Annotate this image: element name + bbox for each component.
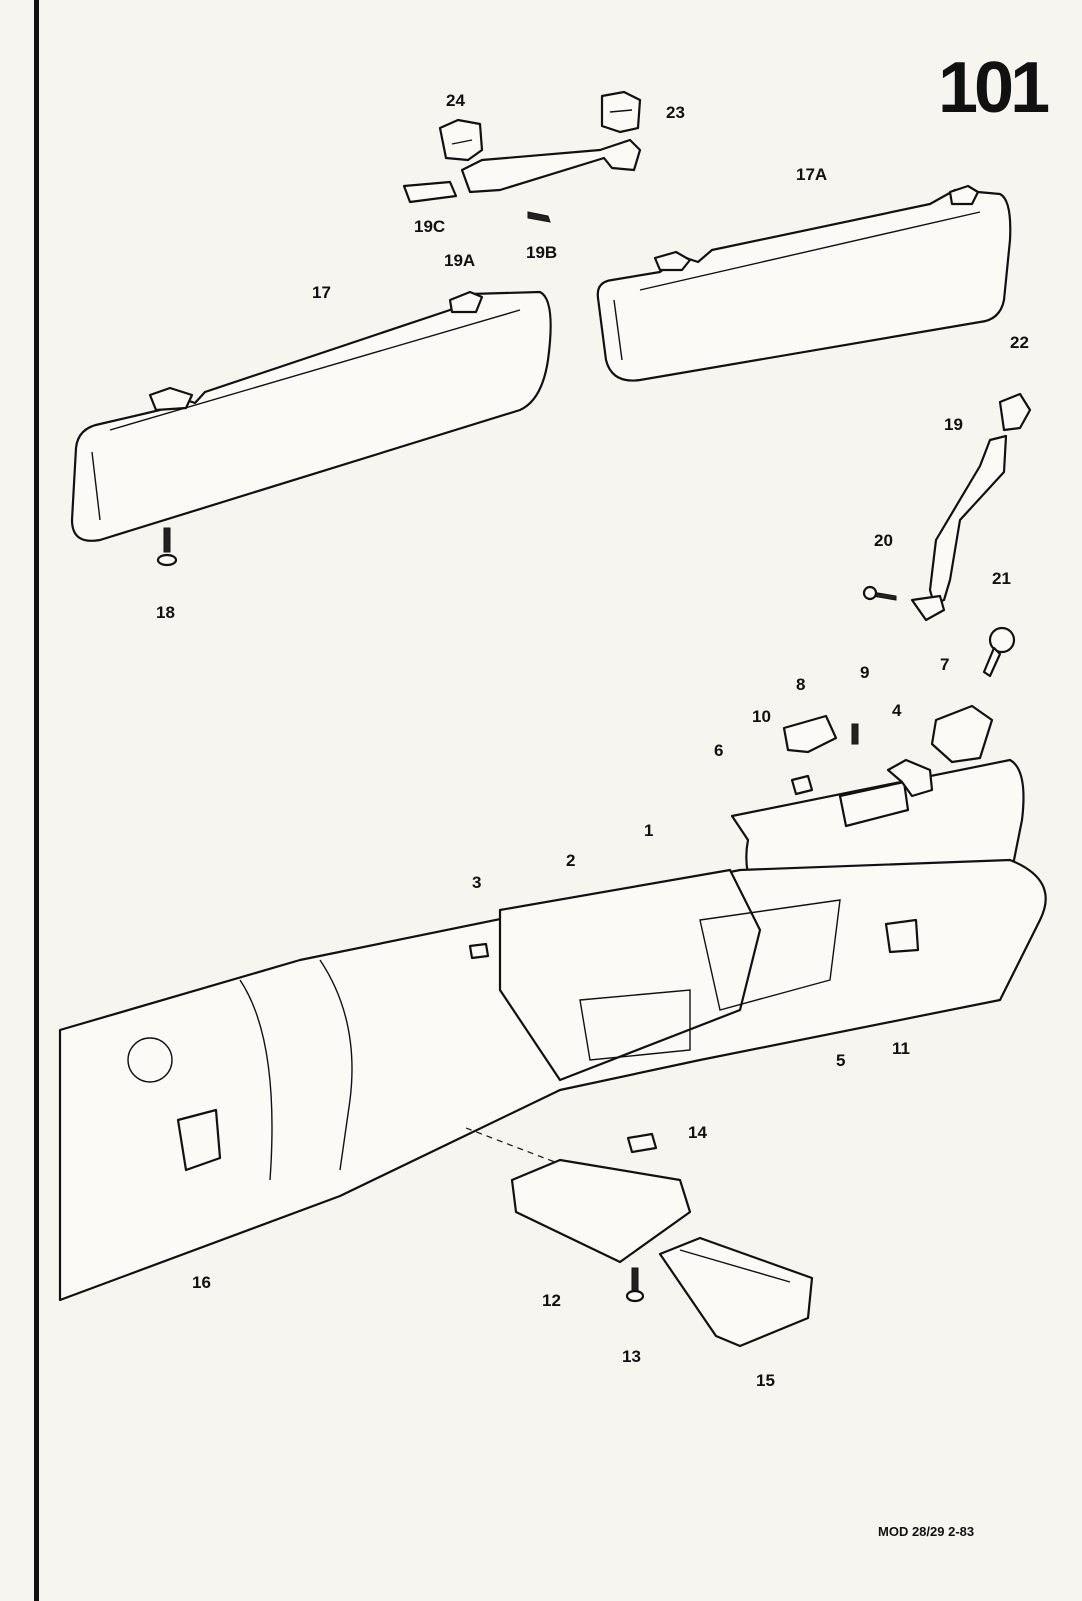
part-label-13: 13	[622, 1347, 641, 1366]
part-label-12: 12	[542, 1291, 561, 1310]
part-label-14: 14	[688, 1123, 707, 1142]
part-label-5: 5	[836, 1051, 846, 1070]
part-label-2: 2	[566, 851, 576, 870]
dashboard-panel	[58, 858, 1047, 1302]
part-label-22: 22	[1010, 333, 1029, 352]
part-label-9: 9	[860, 663, 870, 682]
ashtray-assembly	[465, 1127, 814, 1348]
part-label-10: 10	[752, 707, 771, 726]
part-label-8: 8	[796, 675, 806, 694]
part-label-19b: 19B	[526, 243, 558, 262]
part-label-19: 19	[944, 415, 963, 434]
part-label-18: 18	[156, 603, 175, 622]
footer-code: MOD 28/29 2-83	[878, 1524, 975, 1539]
part-label-19c: 19C	[414, 217, 446, 236]
part-label-19a: 19A	[444, 251, 476, 270]
binding-edge	[34, 0, 39, 1601]
part-label-1: 1	[644, 821, 654, 840]
part-label-24: 24	[446, 91, 465, 110]
part-label-7: 7	[940, 655, 950, 674]
part-label-17a: 17A	[796, 165, 828, 184]
part-label-17: 17	[312, 283, 331, 302]
part-label-23: 23	[666, 103, 685, 122]
part-label-4: 4	[892, 701, 902, 720]
part-label-20: 20	[874, 531, 893, 550]
part-label-6: 6	[714, 741, 724, 760]
part-label-11: 11	[892, 1039, 910, 1058]
part-label-21: 21	[992, 569, 1011, 588]
grab-handle-assembly	[402, 90, 642, 223]
page-number: 101	[938, 48, 1050, 128]
part-label-16: 16	[192, 1273, 211, 1292]
part-label-3: 3	[472, 873, 482, 892]
sun-visor-right	[596, 184, 1012, 382]
sun-visor-left	[70, 290, 552, 542]
part-label-15: 15	[756, 1371, 775, 1390]
grab-handle-19	[910, 392, 1032, 622]
